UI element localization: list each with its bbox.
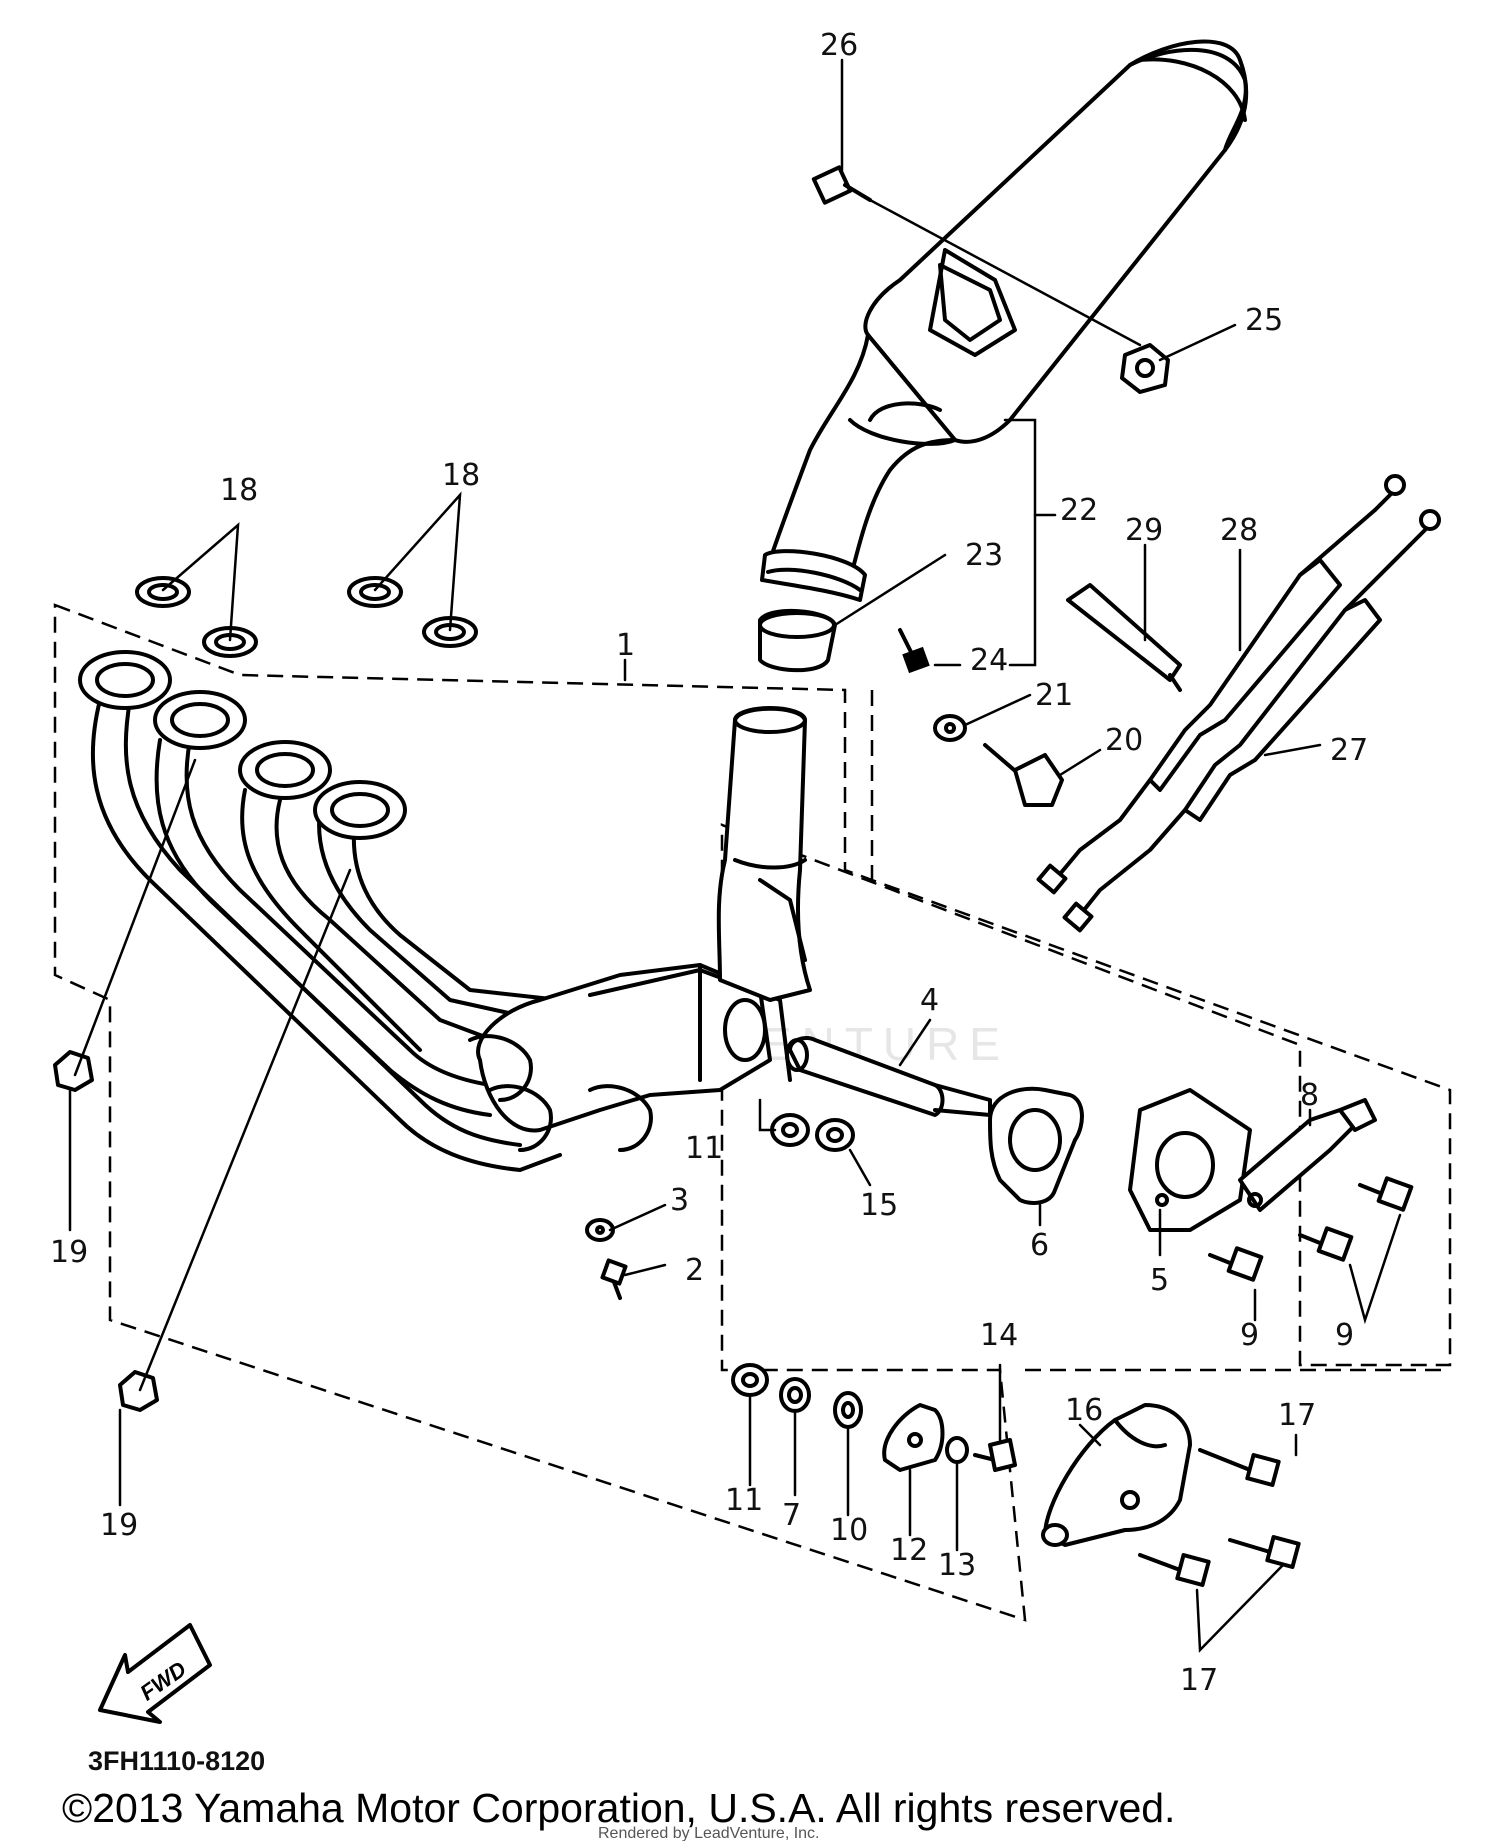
callout-15: 15 [860, 1188, 898, 1223]
header-flange-4 [313, 780, 407, 840]
header-flange-3 [238, 740, 332, 800]
callout-7: 7 [782, 1498, 801, 1533]
gasket-18-d [422, 616, 478, 648]
bolt-9-a [1208, 1246, 1264, 1282]
bolt-9-c [1358, 1176, 1414, 1212]
callout-24: 24 [970, 643, 1008, 678]
bolt-24-part [898, 628, 930, 674]
callout-29: 29 [1125, 513, 1163, 548]
leader-4 [898, 1018, 932, 1067]
callout-16: 16 [1065, 1393, 1103, 1428]
leader-11-bracket [758, 1098, 777, 1132]
pulley-12-part [882, 1403, 945, 1472]
nut-19-a [53, 1050, 94, 1092]
callout-21: 21 [1035, 678, 1073, 713]
leader-15 [848, 1148, 872, 1187]
bushing-15-part [815, 1118, 855, 1152]
callout-8: 8 [1300, 1078, 1319, 1113]
bolt-26-part [811, 165, 872, 205]
callout-25: 25 [1245, 303, 1283, 338]
callout-14: 14 [980, 1318, 1018, 1353]
bushing-11-lower [731, 1363, 769, 1397]
header-flange-2 [153, 690, 247, 750]
callout-1: 1 [616, 628, 635, 663]
exhaust-header-assembly [78, 650, 812, 1172]
callout-11-lower: 11 [725, 1483, 763, 1518]
sensor-29-part [1066, 583, 1182, 692]
group-boundary-1 [53, 603, 1452, 1622]
callout-20: 20 [1105, 723, 1143, 758]
leader-18-right [373, 491, 462, 632]
callout-26: 26 [820, 28, 858, 63]
leader-21 [963, 693, 1032, 727]
leader-27 [1263, 743, 1322, 757]
arm-8-part [1238, 1098, 1377, 1212]
servo-bracket-5-part [1128, 1088, 1252, 1232]
callout-27: 27 [1330, 733, 1368, 768]
gasket-6-part [988, 1086, 1084, 1205]
rendered-by-text: Rendered by LeadVenture, Inc. [598, 1825, 820, 1841]
callout-12: 12 [890, 1533, 928, 1568]
leader-20 [1058, 748, 1102, 777]
callout-19-b: 19 [100, 1508, 138, 1543]
leader-16 [1078, 1423, 1102, 1447]
header-flange-1 [78, 650, 172, 710]
diagram-code: 3FH1110-8120 [88, 1746, 265, 1776]
nut-19-b [118, 1370, 159, 1412]
callout-17-a: 17 [1278, 1398, 1316, 1433]
callout-9-b: 9 [1335, 1318, 1354, 1353]
nut-25-part [1120, 343, 1170, 394]
leader-19-a [73, 758, 197, 1077]
callout-17-b: 17 [1180, 1663, 1218, 1698]
cover-16-part [1041, 1403, 1192, 1547]
rod-4-part [785, 1036, 992, 1117]
bolt-2-part [600, 1258, 628, 1300]
washer-10-part [833, 1391, 863, 1429]
leader-2 [623, 1263, 667, 1277]
gasket-18-c [347, 576, 403, 608]
callout-22: 22 [1060, 493, 1098, 528]
fwd-arrow-icon: FWD [98, 1623, 212, 1724]
leader-3 [608, 1203, 667, 1232]
bolt-9-b [1298, 1226, 1354, 1262]
callout-10: 10 [830, 1513, 868, 1548]
muffler-part [760, 39, 1249, 602]
callout-11-upper: 11 [685, 1131, 723, 1166]
cable-27-part [1062, 509, 1441, 933]
bolt-17-a [1198, 1448, 1281, 1487]
bushing-11-upper [770, 1113, 810, 1147]
callout-28: 28 [1220, 513, 1258, 548]
washer-21-part [933, 714, 967, 742]
copyright-text: ©2013 Yamaha Motor Corporation, U.S.A. A… [62, 1785, 1175, 1831]
leader-23 [833, 553, 947, 627]
leader-9-pair [1348, 1213, 1402, 1325]
callout-6: 6 [1030, 1228, 1049, 1263]
washer-13-part [945, 1436, 969, 1464]
callout-18-right: 18 [442, 458, 480, 493]
leader-18-left [161, 522, 240, 642]
bolt-17-c [1228, 1535, 1301, 1569]
leader-17-pair [1195, 1563, 1285, 1653]
gasket-18-a [135, 576, 191, 608]
callout-4: 4 [920, 983, 939, 1018]
callout-13: 13 [938, 1548, 976, 1583]
callout-9-a: 9 [1240, 1318, 1259, 1353]
bolt-14-part [973, 1438, 1017, 1472]
leader-22-bracket [1003, 418, 1037, 667]
leader-19-b [138, 868, 352, 1392]
callout-3: 3 [670, 1183, 689, 1218]
leader-26-muffler [868, 198, 1142, 347]
callout-23: 23 [965, 538, 1003, 573]
bolt-20-part [983, 743, 1064, 807]
callout-5: 5 [1150, 1263, 1169, 1298]
callout-2: 2 [685, 1253, 704, 1288]
callout-19-a: 19 [50, 1235, 88, 1270]
collar-7-part [779, 1377, 811, 1413]
cable-28-part [1036, 474, 1406, 895]
callout-18-left: 18 [220, 473, 258, 508]
bolt-17-b [1138, 1553, 1211, 1587]
gasket-23-part [758, 608, 837, 673]
leader-25 [1158, 323, 1237, 362]
